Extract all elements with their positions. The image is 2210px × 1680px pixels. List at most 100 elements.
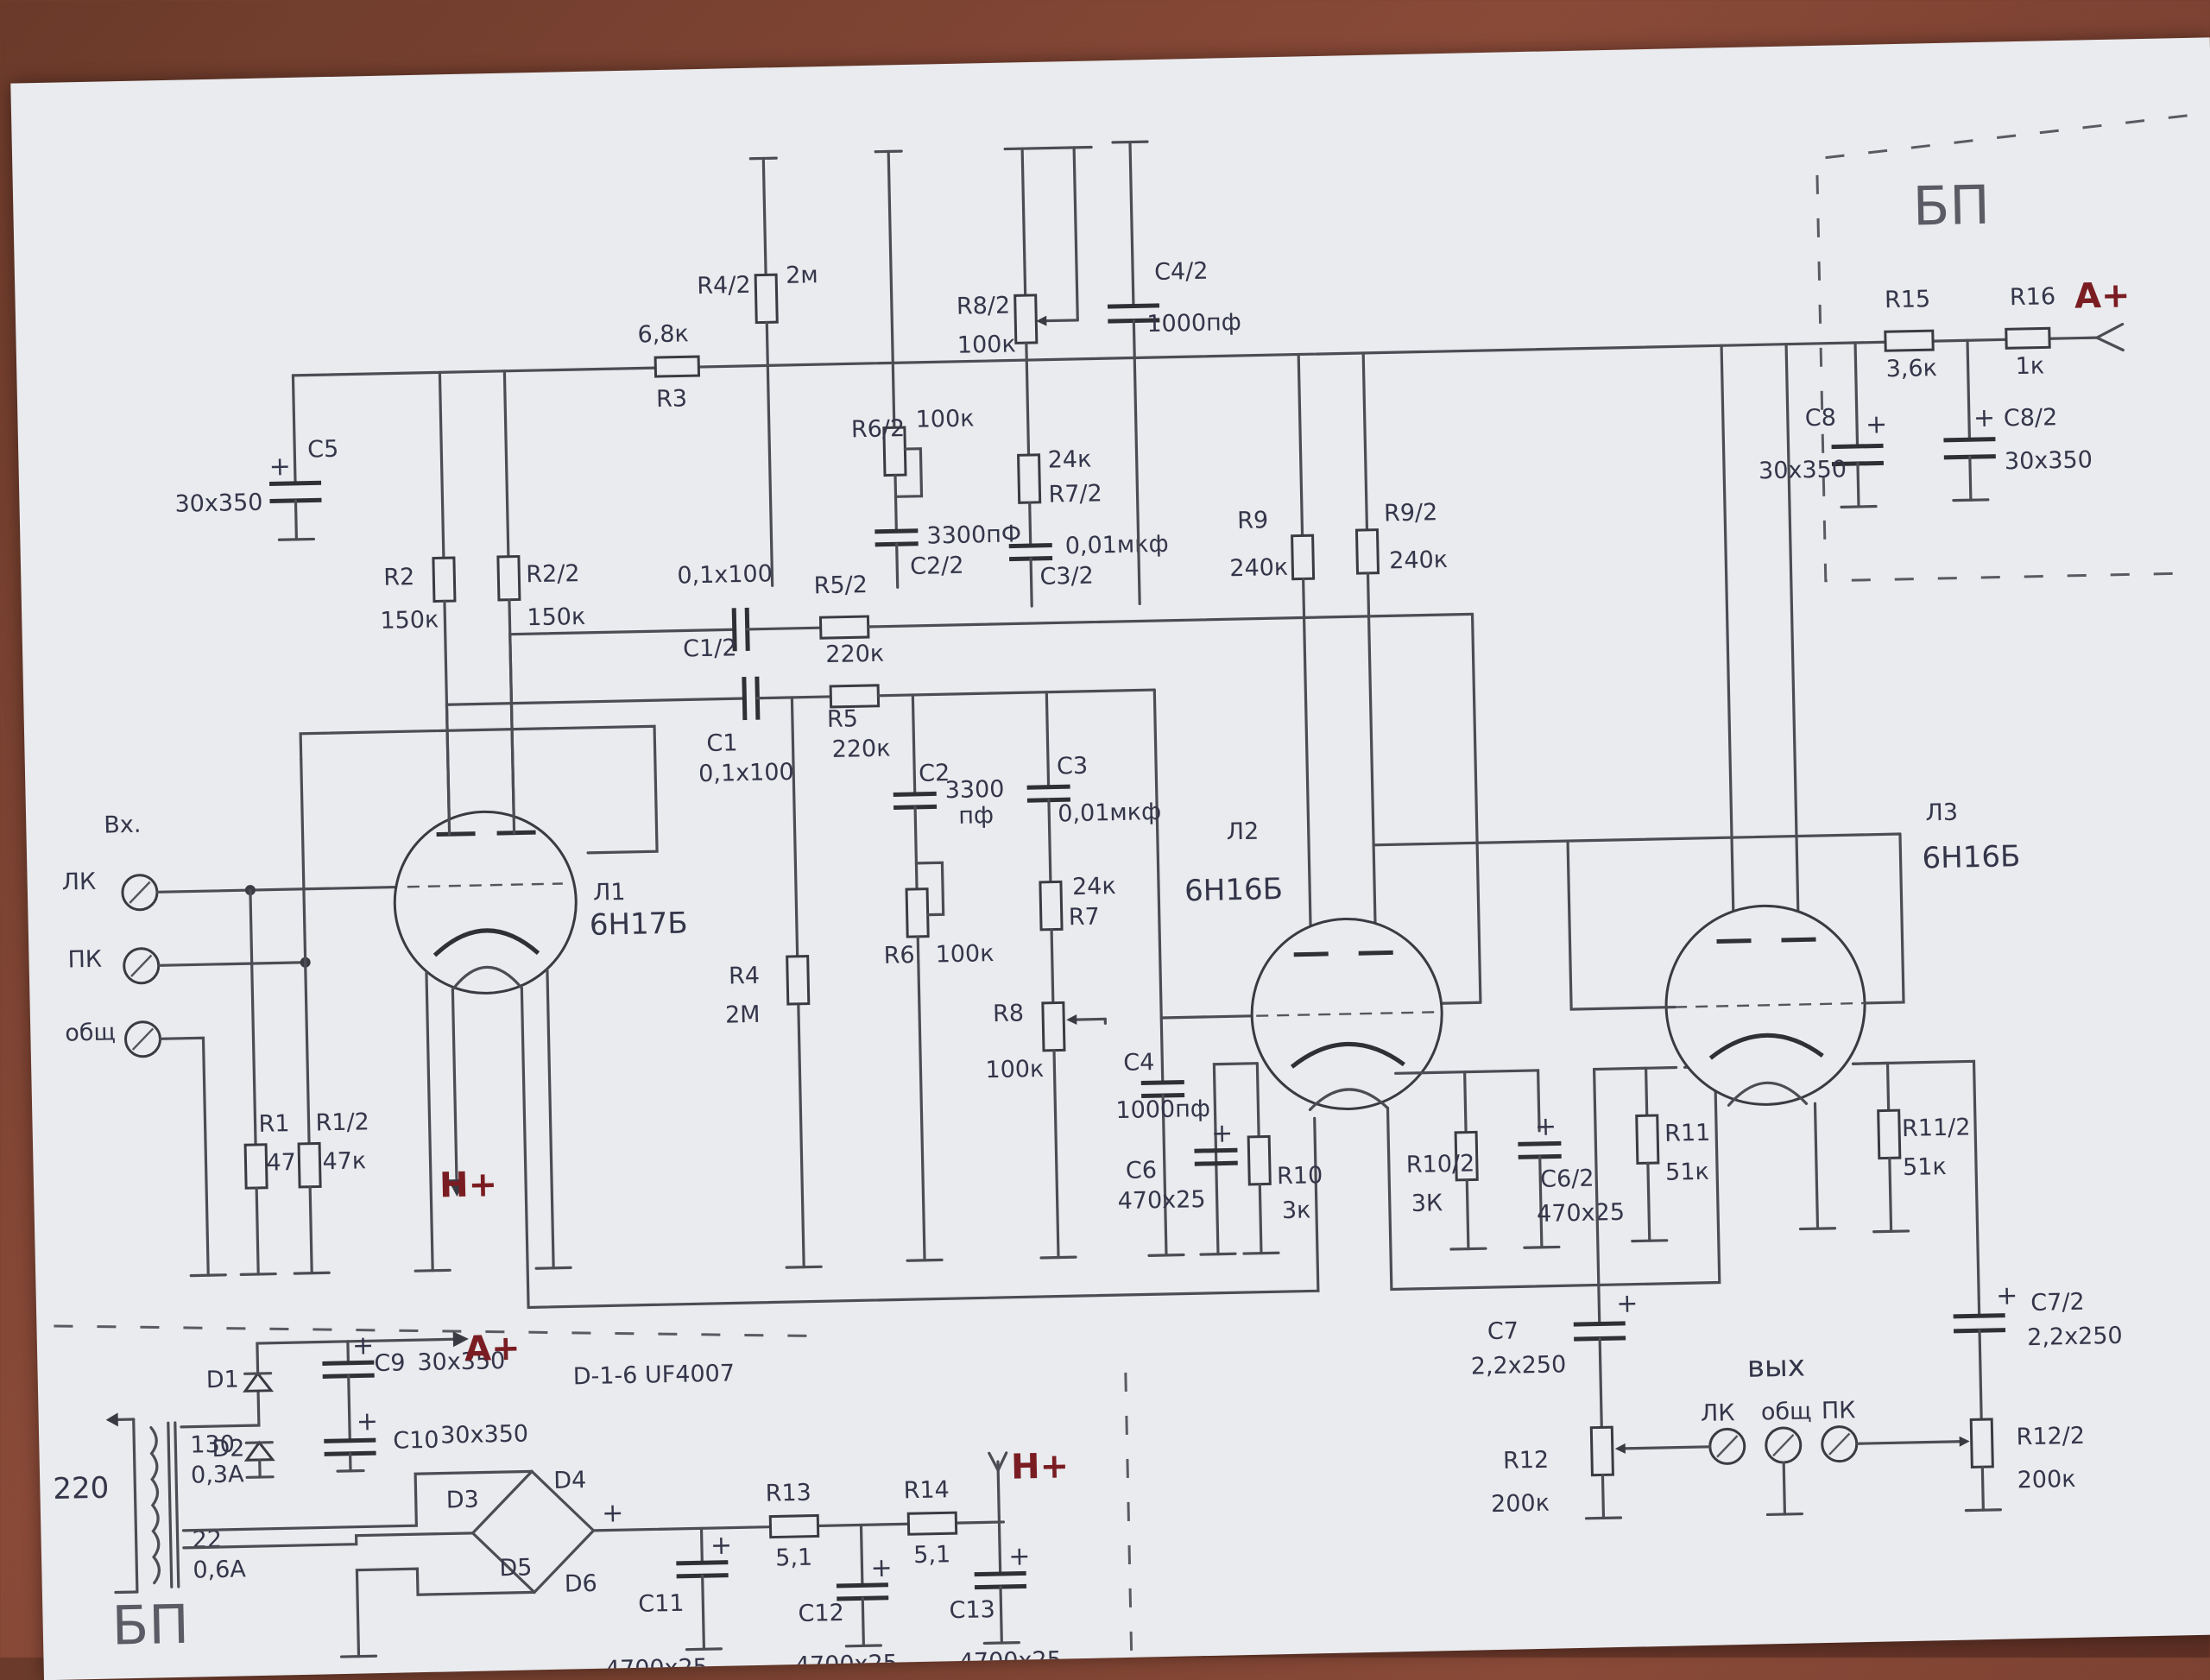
heater-h-plus-psu: Н+ [1011,1446,1070,1487]
d4-label: D4 [553,1467,587,1494]
r10-value: 3к [1282,1197,1311,1224]
r3-value: 6,8к [637,320,689,348]
r5-value: 220к [831,736,890,763]
winding-2-current: 0,6А [193,1556,247,1583]
c8-2-value: 30x350 [2005,446,2093,475]
svg-text:+: + [1866,409,1888,440]
input-pk-label: ПК [67,946,102,974]
r9-2-label: R9/2 [1384,499,1438,527]
bp-bottom-label: БП [111,1593,190,1658]
tone-branch-c2-r6: C2 3300 пф R6 100к [878,693,1013,1261]
capacitor-c5: + C5 30x350 [172,375,340,542]
c6-label: C6 [1126,1157,1158,1184]
r3-label: R3 [656,385,688,413]
r6-value: 100к [935,940,994,968]
c2-2-label: C2/2 [910,553,964,580]
a-plus-top: A+ [2074,275,2130,316]
r8-2-label: R8/2 [957,292,1011,319]
c9-label: C9 [374,1349,406,1377]
output-network: + C7 2,2x250 R12 200к + C7/2 2,2x250 R12… [1469,1279,2126,1521]
r15-label: R15 [1885,286,1931,313]
c13-label: C13 [949,1596,995,1624]
input-common-label: общ [65,1019,116,1046]
r11-value: 51к [1665,1159,1709,1186]
c1-2-label: C1/2 [683,635,737,662]
r2-2-label: R2/2 [526,560,580,588]
r9-2-value: 240к [1389,546,1448,574]
r14-label: R14 [903,1476,950,1504]
c5-value: 30x350 [174,489,263,518]
resistor-r1: R1 47к [233,889,313,1275]
c2-value-b: пф [958,802,994,830]
r10-2-value: 3К [1411,1190,1443,1217]
heater-filter: + C11 4700x25 R13 5,1 + C12 4700x25 R14 … [601,1446,1073,1680]
tube-l2: Л2 6Н16Б [1183,814,1443,1112]
c7-2-label: C7/2 [2030,1289,2085,1317]
c6-value: 470x25 [1117,1186,1206,1215]
paper-sheet: + C5 30x350 6,8к R3 R4/2 2м R6/2 100к 33… [10,37,2210,1680]
c3-2-value: 0,01мкф [1064,531,1169,560]
a-plus-psu: A+ [464,1329,521,1369]
r14-value: 5,1 [913,1541,951,1569]
r6-2-value: 100к [915,405,974,433]
svg-text:+: + [1616,1289,1639,1320]
c4-label: C4 [1123,1049,1155,1077]
r7-2-value: 24к [1047,446,1091,474]
r12-2-label: R12/2 [2016,1423,2085,1451]
c1-label: C1 [706,729,738,757]
c6-2-value: 470x25 [1537,1199,1626,1228]
schematic-drawing: + C5 30x350 6,8к R3 R4/2 2м R6/2 100к 33… [10,37,2210,1680]
r10-label: R10 [1277,1162,1323,1190]
c3-label: C3 [1057,753,1089,780]
c3-value: 0,01мкф [1058,799,1162,828]
r5-2-label: R5/2 [813,572,868,599]
psu-boundary-right [1126,1373,1132,1658]
c1-value: 0,1x100 [698,759,794,787]
d6-label: D6 [565,1570,598,1598]
r7-label: R7 [1068,903,1100,931]
r1-2-value: 47к [322,1147,366,1175]
d1-label: D1 [205,1366,239,1393]
r13-value: 5,1 [775,1544,813,1572]
c7-label: C7 [1487,1317,1519,1345]
c1-2-value: 0,1x100 [677,560,773,589]
svg-text:+: + [602,1498,624,1529]
r2-value: 150к [380,606,439,634]
c11-label: C11 [638,1590,685,1618]
svg-text:+: + [352,1330,375,1361]
c7-value: 2,2x250 [1470,1351,1566,1380]
c10-label: C10 [393,1427,439,1455]
l1-label: Л1 [593,879,626,906]
c12-value: 4700x25 [795,1651,899,1679]
svg-text:+: + [870,1553,893,1584]
anode-rectifier: D1 D2 + + C9 30x350 C10 30x350 A+ D-1-6 … [180,1323,737,1478]
r4-2-label: R4/2 [697,272,751,300]
c4-value: 1000пф [1115,1096,1210,1124]
svg-text:+: + [1996,1280,2018,1311]
input-jacks: Вх. ЛК ПК общ [60,805,424,1278]
psu-boundary-top-edge [1825,116,2188,158]
c4-2-label: C4/2 [1154,258,1209,286]
l1-type: 6Н17Б [589,906,688,942]
l2-type: 6Н16Б [1184,872,1284,908]
c2-2-value: 3300пФ [926,521,1021,549]
r12-label: R12 [1503,1447,1550,1475]
c12-label: C12 [798,1600,844,1627]
r11-label: R11 [1664,1120,1711,1147]
c8-label: C8 [1805,404,1837,432]
r16-value: 1к [2015,352,2044,380]
resistor-r4-2: R4/2 2м [694,157,824,587]
l2-label: Л2 [1226,818,1259,846]
tone-branch-r6-2-c2-2: R6/2 100к 3300пФ C2/2 [845,148,1022,588]
r12-value: 200к [1491,1490,1550,1518]
r4-2-value: 2м [786,262,818,289]
r1-label: R1 [258,1110,290,1138]
r4-value: 2М [725,1001,761,1029]
r5-label: R5 [827,705,859,733]
r2-2-value: 150к [527,603,585,631]
d5-label: D5 [499,1554,533,1582]
l3-type: 6Н16Б [1922,839,2021,875]
resistor-r4: R4 2М [724,957,810,1029]
winding-1-current: 0,3А [191,1461,245,1488]
c3-2-label: C3/2 [1039,563,1094,591]
